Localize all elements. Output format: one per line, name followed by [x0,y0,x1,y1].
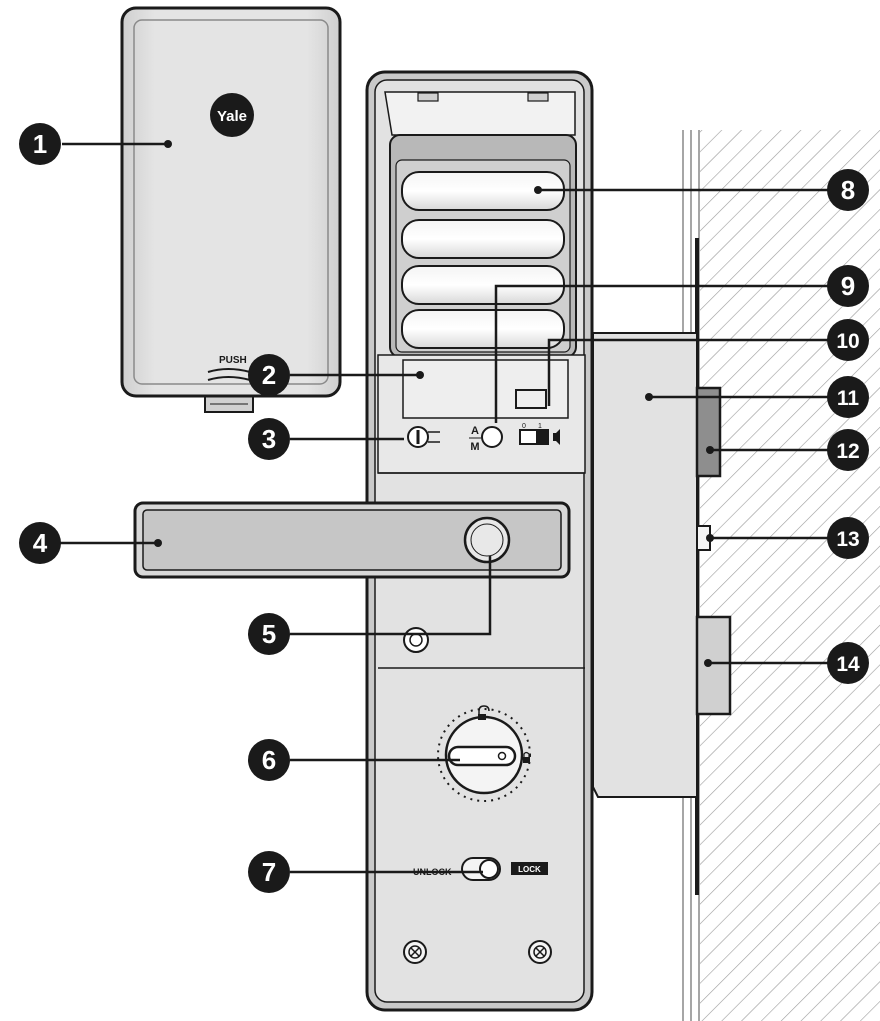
callout-3-number: 3 [262,424,276,454]
callout-8: 8 [827,169,869,211]
callout-2: 2 [248,354,290,396]
handle [133,501,571,579]
callout-1: 1 [19,123,61,165]
yale-logo-text: Yale [217,108,247,125]
callout-10: 10 [827,319,869,361]
deadbolt [695,615,732,716]
callout-1-number: 1 [33,129,47,159]
screw-right [528,940,552,964]
callout-7: 7 [248,851,290,893]
callout-4-number: 4 [33,528,48,558]
callout-9-number: 9 [841,271,855,301]
unlock-icon [478,705,490,717]
callout-9: 9 [827,265,869,307]
battery-cover: Yale PUSH [120,6,342,413]
lock-icon [523,757,530,763]
callout-4: 4 [19,522,61,564]
speaker-icon [553,429,560,445]
batteries [401,171,565,349]
screw-left [403,940,427,964]
callout-3: 3 [248,418,290,460]
yale-logo [210,93,254,137]
leader-lines [60,142,830,874]
push-label: PUSH [219,355,247,366]
callout-8-number: 8 [841,175,855,205]
callout-6: 6 [248,739,290,781]
callout-2-number: 2 [262,360,276,390]
manual-mode-label: M [470,441,479,453]
callout-11-number: 11 [837,387,860,410]
callout-14-number: 14 [836,653,860,676]
switch-off-label: 0 [522,423,526,430]
callouts: 1 2 3 4 5 6 7 8 [19,123,869,893]
latch-bolt [695,386,722,478]
lock-label: LOCK [518,865,541,874]
auto-mode-label: A [471,425,479,437]
auto-manual-button [481,426,503,448]
switch-on-label: 1 [538,423,542,430]
callout-14: 14 [827,642,869,684]
callout-7-number: 7 [262,857,276,887]
callout-12-number: 12 [836,440,859,463]
thumb-turn [437,705,531,802]
callout-6-number: 6 [262,745,276,775]
wall [682,130,880,1021]
handle-button [463,516,511,564]
callout-10-number: 10 [836,330,859,353]
callout-5: 5 [248,613,290,655]
mortise-body [592,332,732,798]
callout-5-number: 5 [262,619,276,649]
callout-11: 11 [827,376,869,418]
callout-13-number: 13 [836,528,859,551]
key-cylinder [403,627,429,653]
callout-12: 12 [827,429,869,471]
callout-13: 13 [827,517,869,559]
leader-dots [154,140,714,667]
